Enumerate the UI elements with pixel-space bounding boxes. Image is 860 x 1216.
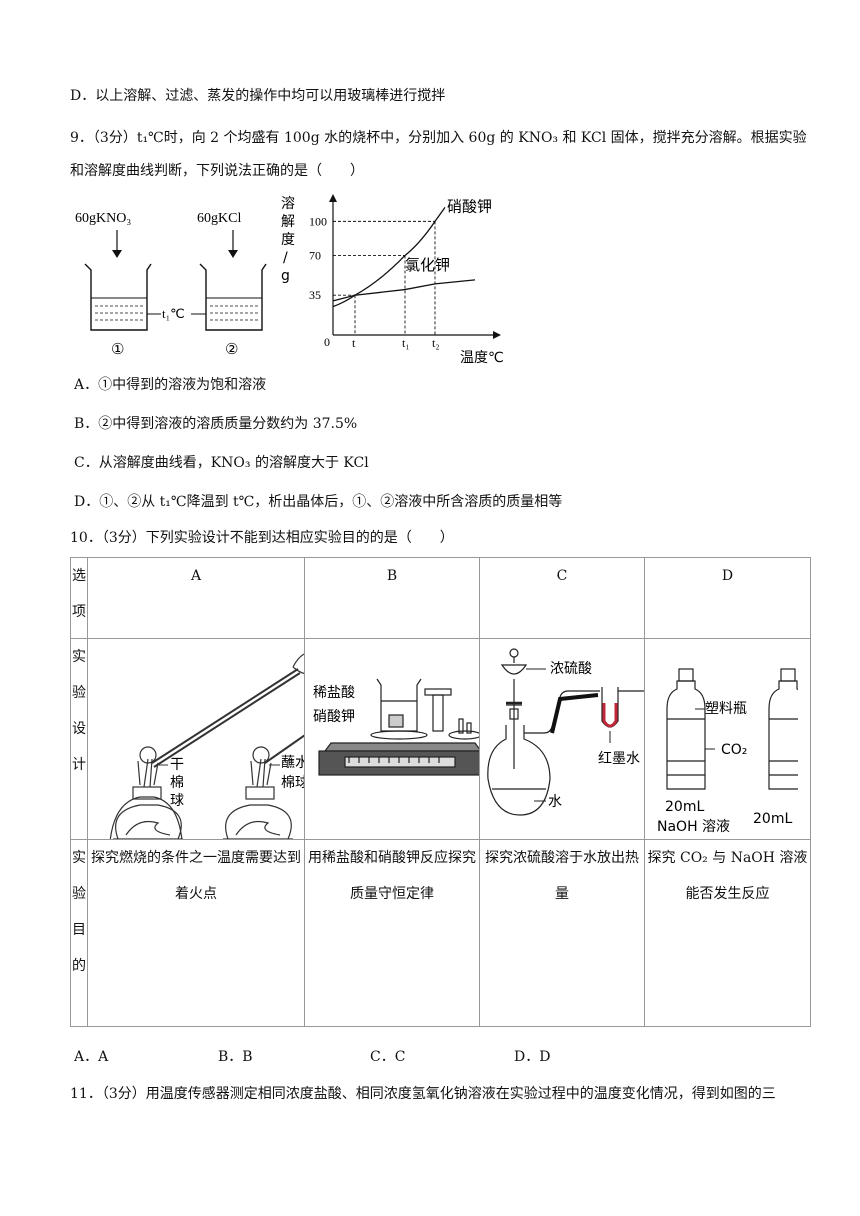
alcohol-lamp-icon — [109, 796, 183, 839]
q9-option-b: B．②中得到溶液的溶质质量分数约为 37.5% — [74, 416, 358, 432]
label-dry-cotton: 干 — [170, 757, 184, 773]
x-axis-label: 温度℃ — [460, 350, 504, 366]
col-head-a: A — [87, 557, 305, 639]
row-head-goal: 实验目的 — [70, 839, 88, 1027]
x-tick-label: t₁ — [402, 336, 410, 350]
svg-text:球: 球 — [170, 793, 184, 809]
q9-stem-line1: 9．（3分）t₁℃时，向 2 个均盛有 100g 水的烧杯中，分别加入 60g … — [70, 130, 807, 146]
q8-option-d: D．以上溶解、过滤、蒸发的操作中均可以用玻璃棒进行搅拌 — [70, 88, 446, 104]
label-kno3: 硝酸钾 — [313, 709, 355, 725]
series-label-1: 氯化钾 — [405, 256, 450, 274]
q9-option-d: D．①、②从 t₁℃降温到 t℃，析出晶体后，①、②溶液中所含溶质的质量相等 — [74, 494, 563, 510]
funnel-icon — [500, 664, 528, 675]
y-axis-label: 溶解度 / g — [281, 196, 295, 284]
q9-option-c: C．从溶解度曲线看，KNO₃ 的溶解度大于 KCl — [74, 455, 369, 471]
y-axis-label-char: 溶 — [281, 196, 295, 212]
series-line-0 — [332, 206, 446, 308]
design-a: 干 蘸水的 棉球 棉 球 — [87, 638, 305, 840]
goal-a: 探究燃烧的条件之一温度需要达到着火点 — [87, 839, 305, 1027]
col-head-d: D — [644, 557, 811, 639]
goal-c: 探究浓硫酸溶于水放出热量 — [479, 839, 645, 1027]
beaker2-label: 60gKCl — [197, 211, 241, 226]
beaker1-number: ① — [111, 340, 124, 358]
q10-answer-c: C．C — [370, 1049, 406, 1065]
stopper-icon — [509, 648, 519, 658]
label-20ml-2: 20mL — [753, 811, 792, 827]
x-tick-label: t₂ — [432, 336, 440, 350]
row-head-option: 选项 — [70, 557, 88, 639]
series-line-1 — [332, 279, 476, 302]
q10-answer-a: A．A — [74, 1049, 109, 1065]
svg-text:棉: 棉 — [170, 774, 184, 791]
origin-label: 0 — [324, 335, 330, 349]
flask-icon — [487, 725, 551, 816]
label-co2: CO₂ — [721, 742, 747, 758]
y-axis-label-char: g — [281, 268, 290, 284]
beaker-1 — [84, 263, 152, 331]
temperature-label: t₁℃ — [162, 306, 185, 321]
y-axis-label-char: / — [283, 250, 288, 266]
arrow-down-icon — [112, 230, 122, 258]
goal-d: 探究 CO₂ 与 NaOH 溶液能否发生反应 — [644, 839, 811, 1027]
svg-text:棉球: 棉球 — [281, 774, 305, 791]
label-dilute-hcl: 稀盐酸 — [313, 685, 355, 701]
plastic-bottle-icon — [768, 668, 798, 790]
y-axis-label-char: 解 — [281, 214, 295, 230]
q10-answer-b: B．B — [218, 1049, 253, 1065]
label-water: 水 — [548, 794, 562, 810]
q9-option-a: A．①中得到的溶液为饱和溶液 — [74, 377, 267, 393]
beaker-2 — [199, 263, 267, 331]
balance-icon — [318, 678, 479, 776]
label-naoh-solution: NaOH 溶液 — [657, 819, 730, 835]
q10-stem: 10．（3分）下列实验设计不能到达相应实验目的的是（ ） — [70, 530, 454, 546]
label-conc-h2so4: 浓硫酸 — [550, 661, 592, 677]
x-tick-label: t — [352, 336, 356, 350]
row-head-design: 实验设计 — [70, 638, 88, 840]
q9-beaker-figure: 60gKNO₃ 60gKCl t₁℃ ① ② — [75, 211, 267, 358]
plastic-bottle-icon — [666, 668, 706, 790]
y-axis-label-char: 度 — [281, 232, 295, 248]
arrow-down-icon — [228, 230, 238, 258]
y-axis-arrow-icon — [329, 194, 337, 202]
beaker2-number: ② — [225, 340, 238, 358]
design-c: 浓硫酸 水 红墨水 — [479, 638, 645, 840]
y-tick-label: 35 — [309, 288, 321, 302]
design-b: 稀盐酸 硝酸钾 — [304, 638, 480, 840]
series-label-0: 硝酸钾 — [447, 197, 492, 215]
label-20ml: 20mL — [665, 799, 704, 815]
goal-b: 用稀盐酸和硝酸钾反应探究质量守恒定律 — [304, 839, 480, 1027]
q9-stem-line2: 和溶解度曲线判断，下列说法正确的是（ ） — [70, 163, 364, 179]
label-plastic-bottle: 塑料瓶 — [705, 701, 747, 717]
y-tick-label: 100 — [309, 214, 327, 228]
beaker1-label: 60gKNO₃ — [75, 211, 131, 226]
x-axis-arrow-icon — [493, 331, 501, 339]
experiment-table: 选项 A B C D 实验设计 — [70, 557, 811, 1027]
col-head-c: C — [479, 557, 645, 639]
label-wet-cotton: 蘸水的 — [281, 755, 305, 771]
q10-answer-d: D．D — [514, 1049, 551, 1065]
u-tube-icon — [601, 687, 644, 728]
col-head-b: B — [304, 557, 480, 639]
label-red-ink: 红墨水 — [598, 751, 640, 767]
q11-stem: 11．（3分）用温度传感器测定相同浓度盐酸、相同浓度氢氧化钠溶液在实验过程中的温… — [70, 1086, 776, 1102]
design-d: 塑料瓶 CO₂ 20mL NaOH 溶液 20mL — [644, 638, 811, 840]
y-tick-label: 70 — [309, 248, 321, 262]
